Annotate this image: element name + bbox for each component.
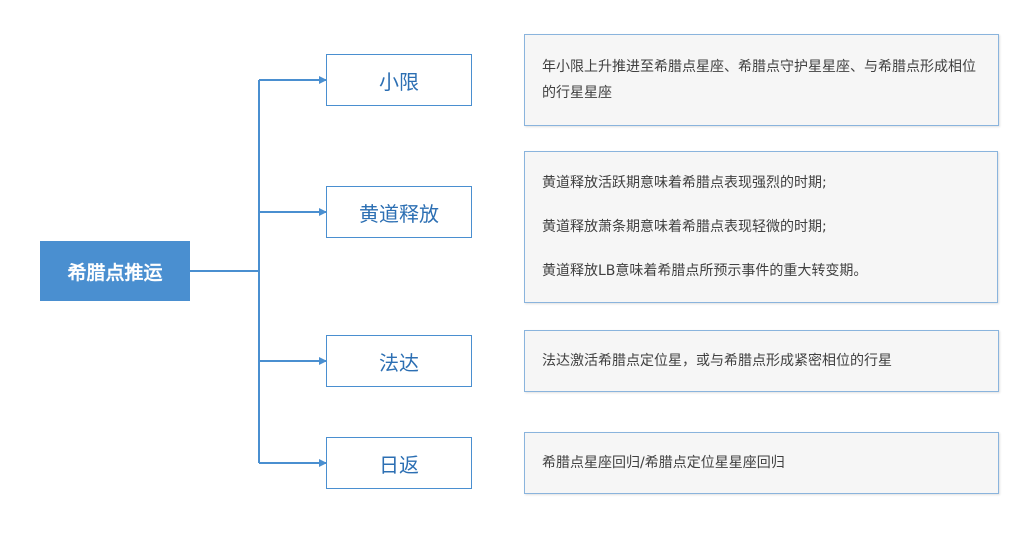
root-node-label: 希腊点推运 [67, 261, 163, 284]
branch-node-zodiacal-releasing: 黄道释放 [326, 186, 472, 238]
description-box-xiaoxian: 年小限上升推进至希腊点星座、希腊点守护星星座、与希腊点形成相位的行星星座 [524, 34, 999, 126]
description-text: 法达激活希腊点定位星，或与希腊点形成紧密相位的行星 [542, 353, 892, 369]
description-text: 黄道释放活跃期意味着希腊点表现强烈的时期; [542, 175, 827, 191]
branch-label: 小限 [379, 69, 419, 94]
description-text: 年小限上升推进至希腊点星座、希腊点守护星星座、与希腊点形成相位的行星星座 [542, 59, 976, 101]
description-text: 希腊点星座回归/希腊点定位星星座回归 [542, 455, 785, 471]
branch-label: 黄道释放 [359, 201, 439, 226]
branch-node-firdaria: 法达 [326, 335, 472, 387]
description-box-firdaria: 法达激活希腊点定位星，或与希腊点形成紧密相位的行星 [524, 330, 999, 392]
description-box-solar-return: 希腊点星座回归/希腊点定位星星座回归 [524, 432, 999, 494]
branch-label: 日返 [379, 452, 419, 477]
branch-label: 法达 [379, 350, 419, 375]
branch-node-solar-return: 日返 [326, 437, 472, 489]
branch-node-xiaoxian: 小限 [326, 54, 472, 106]
root-node: 希腊点推运 [40, 241, 190, 301]
description-text: 黄道释放LB意味着希腊点所预示事件的重大转变期。 [542, 263, 868, 279]
description-text: 黄道释放萧条期意味着希腊点表现轻微的时期; [542, 219, 827, 235]
description-box-zodiacal-releasing: 黄道释放活跃期意味着希腊点表现强烈的时期; 黄道释放萧条期意味着希腊点表现轻微的… [524, 151, 998, 303]
